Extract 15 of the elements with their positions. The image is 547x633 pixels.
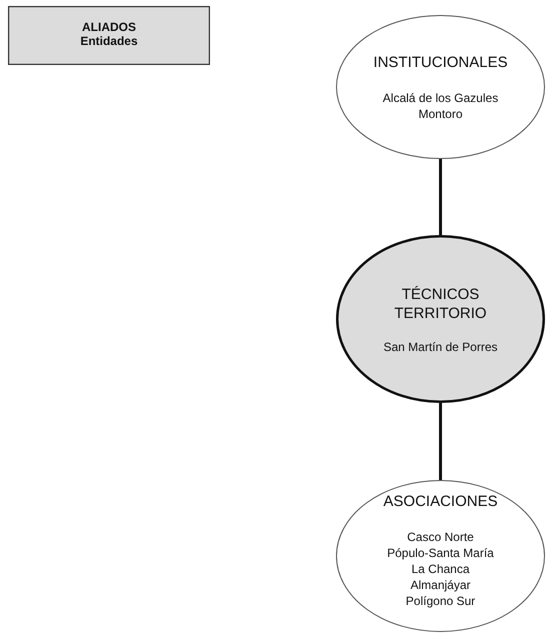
member-name: Alcalá de los Gazules	[382, 90, 498, 106]
group-heading: INSTITUCIONALES	[372, 53, 509, 72]
member-name: Polígono Sur	[406, 593, 476, 609]
member-name: San Martín de Porres	[383, 339, 498, 355]
member-name: Casco Norte	[407, 529, 474, 545]
member-name: Pópulo-Santa María	[387, 545, 494, 561]
member-name: Montoro	[418, 106, 463, 122]
group-subtitle: Entidades	[79, 34, 139, 48]
member-name: Almanjáyar	[410, 577, 471, 593]
connector-line	[439, 403, 442, 480]
connector-line	[439, 159, 442, 235]
group-title: ALIADOS	[81, 20, 137, 34]
group-heading: TÉCNICOS TERRITORIO	[393, 285, 488, 323]
group-heading: ASOCIACIONES	[382, 492, 499, 511]
member-name: La Chanca	[411, 561, 470, 577]
